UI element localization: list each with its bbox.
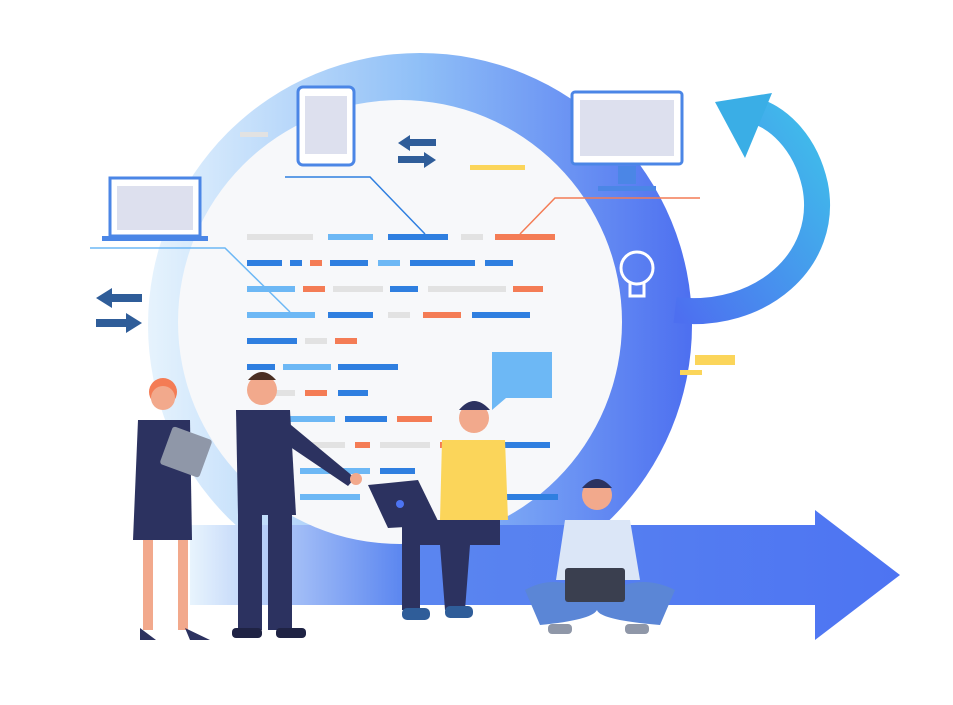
- laptop-icon: [102, 176, 208, 241]
- decor-dash: [240, 132, 268, 137]
- lightbulb-icon: [619, 250, 655, 298]
- man-pointing: [232, 372, 362, 638]
- decor-dash: [470, 165, 525, 170]
- cycle-arrow: [673, 97, 830, 325]
- tablet-icon: [296, 85, 356, 167]
- speech-bubble-icon: [492, 352, 552, 410]
- forward-arrow: [190, 510, 900, 640]
- swap-arrows-icon: [96, 135, 436, 333]
- man-sitting-with-laptop: [368, 401, 508, 620]
- woman-with-tablet: [133, 378, 212, 640]
- monitor-icon: [570, 90, 684, 191]
- decor-dash: [695, 355, 735, 365]
- man-cross-legged-with-laptop: [525, 479, 675, 634]
- connector-lines: [90, 176, 700, 313]
- decor-dash: [680, 370, 702, 375]
- cycle-arrowhead-icon: [715, 93, 772, 158]
- code-lines: [247, 234, 558, 500]
